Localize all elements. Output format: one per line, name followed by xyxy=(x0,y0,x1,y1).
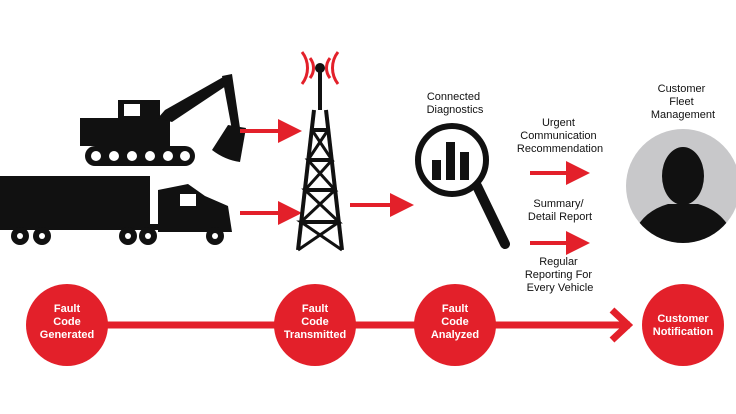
summary-detail-report-label: Summary/ Detail Report xyxy=(528,198,592,223)
excavator-icon xyxy=(80,74,246,166)
radio-tower-icon xyxy=(296,51,344,252)
customer-fleet-management-label: Customer Fleet Management xyxy=(651,83,715,121)
urgent-communication-label: Urgent Communication Recommendation xyxy=(517,117,603,155)
semi-truck-icon xyxy=(0,176,232,245)
person-avatar-icon xyxy=(626,129,736,243)
connected-diagnostics-label: Connected Diagnostics xyxy=(427,91,484,116)
regular-reporting-label: Regular Reporting For Every Vehicle xyxy=(525,256,595,294)
timeline-chevron-icon xyxy=(609,307,634,343)
magnifier-chart-icon xyxy=(415,123,510,249)
